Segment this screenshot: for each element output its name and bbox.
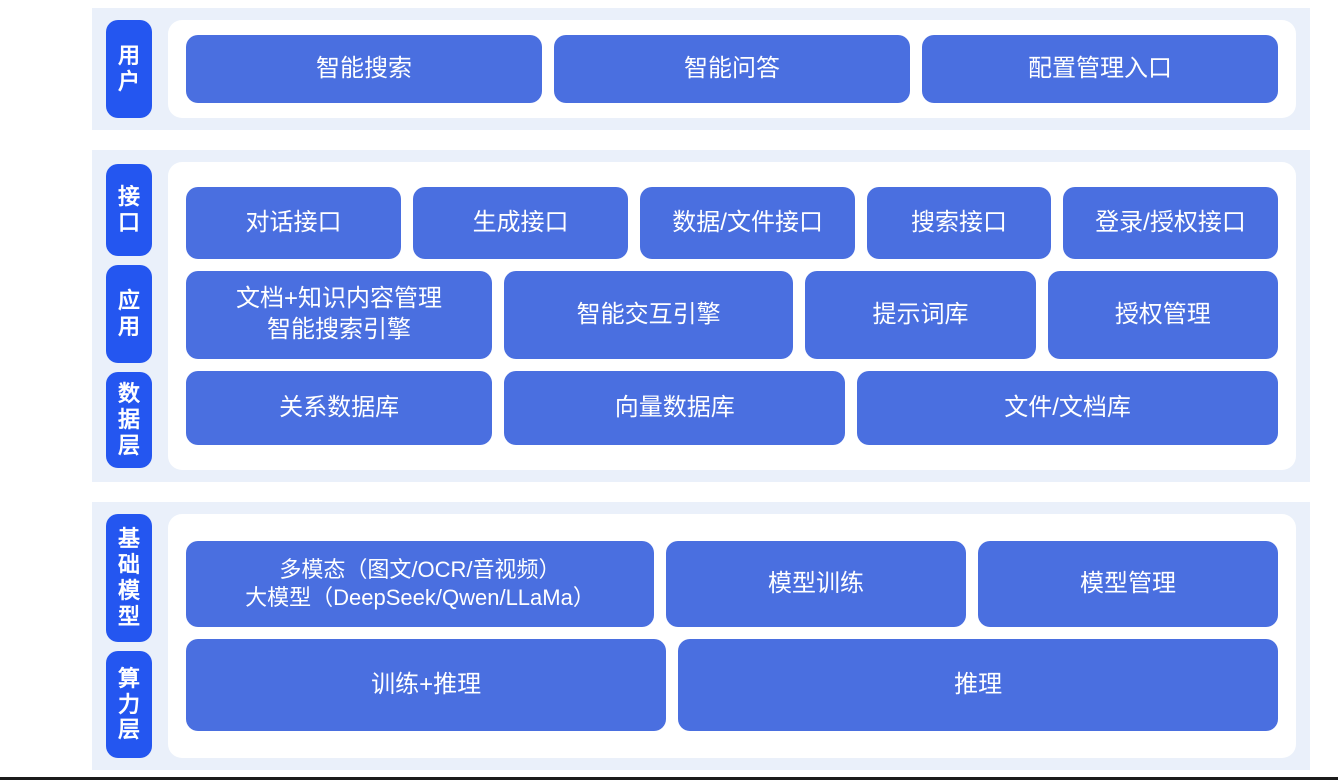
box-generation-api[interactable]: 生成接口 [413,187,629,259]
box-search-api[interactable]: 搜索接口 [867,187,1051,259]
layer-tab-interface[interactable]: 接口 [106,164,152,256]
box-model-training[interactable]: 模型训练 [666,541,966,627]
section-foundation-layers: 基础模型 算力层 多模态（图文/OCR/音视频） 大模型（DeepSeek/Qw… [92,502,1310,770]
box-multimodal-large-model[interactable]: 多模态（图文/OCR/音视频） 大模型（DeepSeek/Qwen/LLaMa） [186,541,654,627]
card-user-layer: 智能搜索 智能问答 配置管理入口 [168,20,1296,118]
tab-column-user: 用户 [92,8,152,130]
card-platform-layers: 对话接口 生成接口 数据/文件接口 搜索接口 登录/授权接口 文档+知识内容管理… [168,162,1296,470]
layer-tab-data-label: 数据层 [118,381,142,458]
layer-tab-compute-power[interactable]: 算力层 [106,651,152,758]
row-api-layer: 对话接口 生成接口 数据/文件接口 搜索接口 登录/授权接口 [186,187,1279,259]
layer-tab-user-label: 用户 [118,43,142,94]
row-data-layer: 关系数据库 向量数据库 文件/文档库 [186,371,1278,445]
box-inference[interactable]: 推理 [678,639,1278,731]
layer-tab-foundation-model-label: 基础模型 [118,526,142,629]
bottom-divider-rule [0,777,1338,780]
layer-tab-application[interactable]: 应用 [106,265,152,363]
box-smart-search[interactable]: 智能搜索 [186,35,542,103]
box-relational-database[interactable]: 关系数据库 [186,371,493,445]
layer-tab-compute-power-label: 算力层 [118,665,142,743]
card-foundation-layers: 多模态（图文/OCR/音视频） 大模型（DeepSeek/Qwen/LLaMa）… [168,514,1296,758]
box-data-file-api[interactable]: 数据/文件接口 [640,187,856,259]
row-application-layer: 文档+知识内容管理 智能搜索引擎 智能交互引擎 提示词库 授权管理 [186,271,1278,359]
row-user-entries: 智能搜索 智能问答 配置管理入口 [186,35,1278,103]
box-smart-interaction-engine[interactable]: 智能交互引擎 [504,271,794,359]
box-config-management-entry[interactable]: 配置管理入口 [922,35,1278,103]
box-model-management[interactable]: 模型管理 [978,541,1278,627]
box-chat-api[interactable]: 对话接口 [186,187,402,259]
box-file-document-store[interactable]: 文件/文档库 [857,371,1278,445]
row-compute-layer: 训练+推理 推理 [186,639,1278,731]
layer-tab-foundation-model[interactable]: 基础模型 [106,514,152,642]
box-doc-knowledge-management[interactable]: 文档+知识内容管理 智能搜索引擎 [186,271,493,359]
layer-tab-data[interactable]: 数据层 [106,372,152,468]
tab-column-platform: 接口 应用 数据层 [92,150,152,482]
layer-tab-application-label: 应用 [118,288,142,339]
layer-tab-user[interactable]: 用户 [106,20,152,118]
box-authorization-management[interactable]: 授权管理 [1047,271,1278,359]
tab-column-foundation: 基础模型 算力层 [92,502,152,770]
section-user-layer: 用户 智能搜索 智能问答 配置管理入口 [92,8,1310,130]
box-vector-database[interactable]: 向量数据库 [504,371,846,445]
box-login-auth-api[interactable]: 登录/授权接口 [1062,187,1279,259]
box-smart-qa[interactable]: 智能问答 [554,35,910,103]
box-training-inference[interactable]: 训练+推理 [186,639,667,731]
row-model-layer: 多模态（图文/OCR/音视频） 大模型（DeepSeek/Qwen/LLaMa）… [186,541,1278,627]
section-platform-layers: 接口 应用 数据层 对话接口 生成接口 数据/文件接口 搜索接口 登录/授权接口… [92,150,1310,482]
box-prompt-library[interactable]: 提示词库 [805,271,1036,359]
layer-tab-interface-label: 接口 [118,184,142,235]
